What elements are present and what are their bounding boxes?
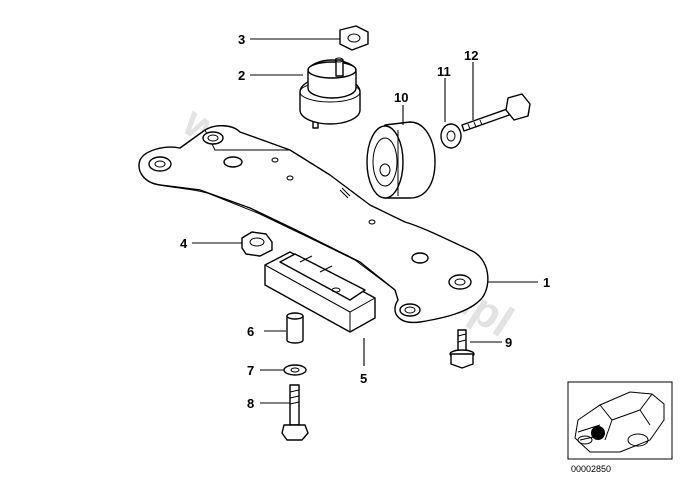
part-1-crossmember[interactable] <box>138 125 489 324</box>
callout-10[interactable]: 10 <box>394 90 408 105</box>
callout-12[interactable]: 12 <box>464 48 478 63</box>
callout-1[interactable]: 1 <box>543 275 550 290</box>
part-6-sleeve[interactable] <box>286 312 304 344</box>
callout-8[interactable]: 8 <box>247 396 254 411</box>
part-12-bolt[interactable] <box>461 93 531 132</box>
leader-lines <box>192 38 538 404</box>
car-outline-icon <box>574 391 665 453</box>
part-3-nut[interactable] <box>339 25 369 51</box>
part-7-washer[interactable] <box>283 364 307 376</box>
part-9-bolt[interactable] <box>449 329 475 369</box>
part-5-spacer-block[interactable] <box>264 251 376 333</box>
callout-3[interactable]: 3 <box>238 32 245 47</box>
part-10-bushing[interactable] <box>366 121 436 199</box>
diagram-code: 00002850 <box>571 464 611 474</box>
callout-6[interactable]: 6 <box>247 324 254 339</box>
callouts: 3 2 10 11 12 4 1 6 9 7 5 8 <box>180 32 550 411</box>
callout-9[interactable]: 9 <box>505 335 512 350</box>
location-marker-icon <box>591 426 605 440</box>
callout-5[interactable]: 5 <box>360 371 367 386</box>
part-8-bolt[interactable] <box>281 384 309 441</box>
part-2-rubber-mount[interactable] <box>299 57 361 129</box>
callout-4[interactable]: 4 <box>180 236 188 251</box>
callout-11[interactable]: 11 <box>437 64 451 79</box>
callout-2[interactable]: 2 <box>238 68 245 83</box>
callout-7[interactable]: 7 <box>247 363 254 378</box>
part-11-washer[interactable] <box>440 123 462 149</box>
vehicle-locator-thumbnail: 00002850 <box>567 381 673 474</box>
part-4-nut[interactable] <box>241 231 273 257</box>
